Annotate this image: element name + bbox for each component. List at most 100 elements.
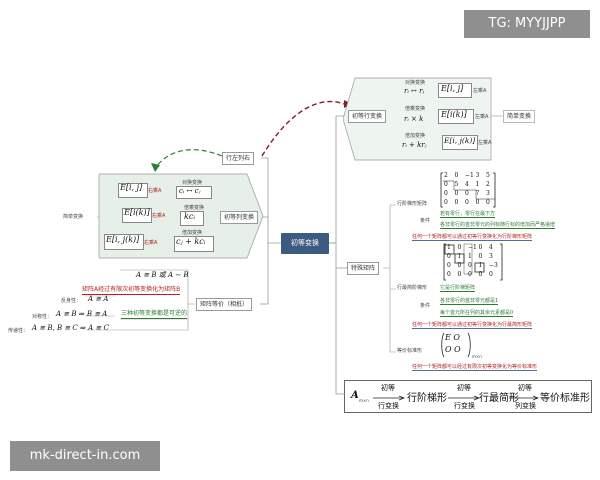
reduced-cond-2: 各非零行的首非零元都是1 [440,298,499,305]
reduced-matrix-cell: −3 [489,262,498,269]
chain-step-2-top: 初等 [457,384,471,392]
reduced-matrix-cell: 3 [489,253,493,260]
reduced-matrix-cell: 0 [447,262,451,269]
col-op-3-formula: cⱼ + kcᵢ [176,237,206,246]
echelon-matrix-cell: 0 [486,199,490,206]
watermark-top: TG: MYYJJPP [464,10,590,38]
root-to-special-line [329,242,347,269]
root-node[interactable]: 初等变换 [281,233,329,254]
echelon-tip: 任何一个矩阵都可以通过初等行变换化为行阶梯形矩阵 [412,234,533,241]
echelon-matrix-cell: 5 [454,181,459,188]
col-op-1-formula: cᵢ ↔ cⱼ [179,187,201,195]
col-op-2-formula-box [180,211,204,226]
chain-step-3-top: 初等 [518,384,532,392]
chain-step-1-top: 初等 [381,384,395,392]
col-op-3-formula-box [174,236,214,252]
reduced-matrix-cell: −1 [468,244,477,251]
reduced-matrix-cell: 0 [468,262,472,269]
reduced-matrix-cell: 0 [468,271,472,278]
row-op-3-note: 左乘A [478,140,492,146]
standard-matrix-row2: O O [445,345,461,354]
row-op-2-matrix: E[i(k)] [441,110,467,119]
standard-matrix-row1: E O [445,333,460,342]
row-op-1-name: 对换变换 [405,80,426,86]
reduced-matrix-cell: 0 [489,271,493,278]
echelon-matrix-cell: −1 [465,172,474,179]
echelon-matrix-cell: 0 [454,172,459,179]
reduced-label: 行最简阶梯形 [397,285,428,291]
col-op-1-formula-box [176,186,212,199]
col-op-3-name: 倍加变换 [182,230,203,236]
col-op-2-note: 右乘A [152,213,166,219]
col-op-1-note: 右乘A [148,188,162,194]
reduced-matrix-cell: 0 [478,244,483,251]
reduced-matrix-cell: 0 [447,271,451,278]
special-node[interactable]: 特殊矩阵 [347,262,380,275]
chain-step-1-result: 行阶梯形 [407,393,447,404]
row-op-3-name: 倍加变换 [405,133,426,139]
col-op-2-matrix: E[i(k)] [124,208,150,217]
col-op-1-name: 对换变换 [182,180,203,186]
col-op-1-matrix-box [118,183,148,198]
row-op-1-note: 左乘A [473,88,487,94]
reduced-matrix-cell: 1 [468,253,472,260]
equiv-prop-1-name: 反身性： [61,298,82,304]
equiv-prop-1-expr: A ≅ A [88,295,109,303]
chain-step-2-bottom: 行变换 [454,402,475,410]
echelon-matrix-cell: 0 [444,181,448,188]
reduced-matrix-cell: 0 [457,271,462,278]
col-op-3-matrix: E[i, j(k)] [106,235,140,244]
row-op-2-note: 左乘A [475,114,489,120]
chain-arrow-3 [509,395,539,401]
row-op-2-name: 倍乘变换 [405,106,426,112]
row-op-3-matrix-box [442,135,478,150]
reduced-cond-3: 每个首元所在列的其余元素都是0 [440,310,514,317]
reduced-tip: 任何一个矩阵都可以通过初等行变换化为行最简形矩阵 [412,322,533,329]
col-op-1-matrix: E[i, j] [120,183,143,192]
reduced-matrix-cell: 0 [457,262,462,269]
echelon-matrix-cell: 2 [486,181,490,188]
echelon-matrix-cell: 1 [475,181,480,188]
root-to-equiv-line [260,243,269,305]
equiv-prop-2-expr: A ≅ B ⇒ B ≅ A [56,310,108,318]
row-op-2-formula: rᵢ × k [404,115,424,123]
reduced-matrix-cell: 0 [478,271,483,278]
col-op-3-matrix-box [104,234,144,250]
root-to-left-right-line [261,157,269,217]
dashed-arc-right [261,100,345,157]
echelon-label: 行阶梯形矩阵 [397,201,428,207]
row-op-1-formula: rᵢ ↔ rⱼ [404,87,425,95]
echelon-cond-label: 条件 [420,218,431,224]
echelon-matrix-cell: 3 [475,172,480,179]
reduced-cond-1: 它是行阶梯矩阵 [440,285,476,292]
reduced-matrix-cell: 1 [457,253,462,260]
reduced-matrix-cell: 0 [478,253,483,260]
standard-sub: m×n [472,354,482,359]
row-op-1-matrix-box [438,83,472,98]
chain-arrow-2 [448,395,480,401]
standard-tip: 任何一个矩阵都可以经过有限次初等变换化为等价标准形 [412,364,538,371]
row-ops-side-label: 简单变换 [503,110,536,123]
reduced-matrix-cell: 4 [489,244,493,251]
chain-start: A [351,390,359,401]
echelon-cond-1: 若有零行，零行在最下方 [440,211,496,218]
left-right-node[interactable]: 行左列右 [222,152,255,165]
col-ops-node[interactable]: 初等列变换 [220,211,259,224]
reduced-matrix-cell: 1 [447,244,451,251]
echelon-matrix-cell: 0 [465,199,469,206]
watermark-bottom: mk-direct-in.com [10,441,160,471]
equiv-node[interactable]: 矩阵等价（相抵） [196,298,253,311]
echelon-brackets [440,172,496,208]
equiv-header: A ≅ B 或 A ∼ B [136,271,189,279]
chain-step-1-bottom: 行变换 [378,402,399,410]
row-ops-node[interactable]: 初等行变换 [348,110,387,123]
equiv-prop-3-expr: A ≅ B, B ≅ C ⇒ A ≅ C [32,324,109,332]
standard-brackets [441,332,471,358]
chain-arrow-1 [373,395,405,401]
dashed-arc-left [154,149,223,169]
echelon-matrix-cell: 0 [454,199,459,206]
echelon-matrix-cell: 0 [444,199,448,206]
echelon-matrix-cell: 0 [465,190,469,197]
